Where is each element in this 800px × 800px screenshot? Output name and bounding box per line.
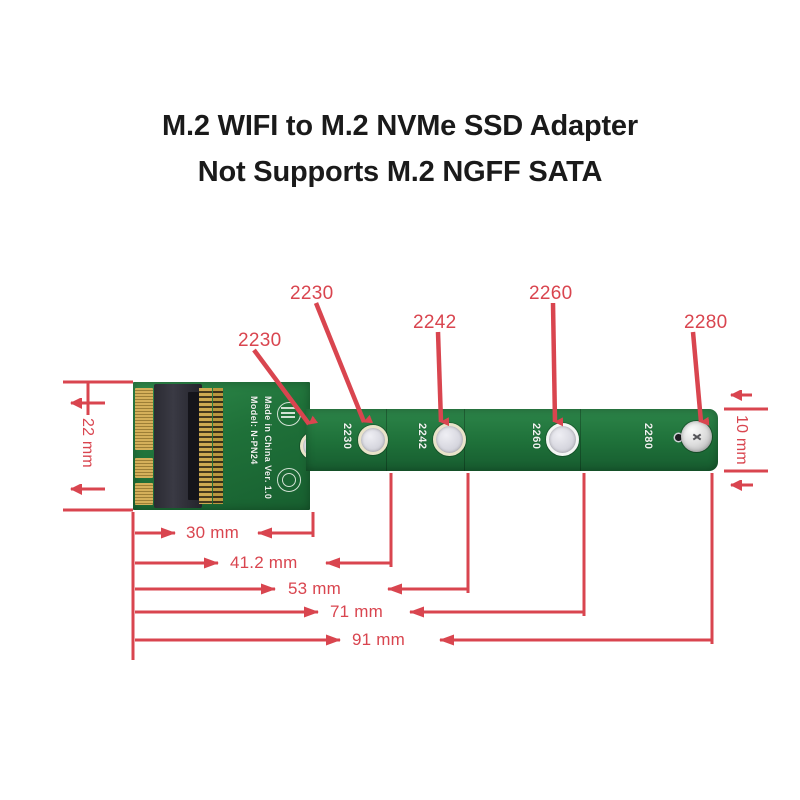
socket-pin-row bbox=[199, 388, 212, 504]
via-hole bbox=[675, 434, 682, 441]
recycle-mark-icon bbox=[277, 468, 301, 492]
title-line-2: Not Supports M.2 NGFF SATA bbox=[197, 156, 603, 188]
edge-finger-segment bbox=[135, 483, 153, 505]
dimension-label-91mm: 91 mm bbox=[348, 630, 409, 650]
callout-label-2230-b: 2230 bbox=[290, 283, 334, 304]
strip-seam bbox=[580, 409, 581, 471]
edge-finger-segment bbox=[135, 388, 153, 450]
silkscreen-2260: 2260 bbox=[530, 423, 542, 450]
dimension-label-71mm: 71 mm bbox=[326, 602, 387, 622]
silkscreen-2280: 2280 bbox=[642, 423, 654, 450]
dimension-label-10mm: 10 mm bbox=[732, 412, 750, 468]
callout-label-2280: 2280 bbox=[684, 312, 728, 333]
standoff-screw bbox=[681, 421, 712, 452]
dimension-label-22mm: 22 mm bbox=[78, 415, 96, 471]
m2-socket-connector bbox=[154, 384, 202, 508]
silkscreen-model-text: Model: N-PN24 bbox=[249, 396, 259, 465]
socket-slot bbox=[188, 392, 199, 500]
certification-mark-icon bbox=[277, 402, 301, 426]
gold-edge-fingers bbox=[133, 382, 155, 510]
callout-label-2230-a: 2230 bbox=[238, 330, 282, 351]
mounting-hole-2230-b bbox=[358, 425, 388, 455]
edge-finger-segment bbox=[135, 458, 153, 478]
silkscreen-2230: 2230 bbox=[341, 423, 353, 450]
mounting-hole-2242 bbox=[433, 423, 466, 456]
pcb-main-block: Model: N-PN24 Made in China Ver. 1.0 bbox=[133, 382, 328, 510]
mounting-hole-2260 bbox=[546, 423, 579, 456]
callout-label-2260: 2260 bbox=[529, 283, 573, 304]
dimension-label-30mm: 30 mm bbox=[182, 523, 243, 543]
title-block: M.2 WIFI to M.2 NVMe SSD Adapter Not Sup… bbox=[0, 112, 800, 187]
title-line-1: M.2 WIFI to M.2 NVMe SSD Adapter bbox=[162, 110, 638, 142]
silkscreen-origin-text: Made in China Ver. 1.0 bbox=[263, 396, 273, 500]
pcb-extension-strip: 2230 2242 2260 2280 bbox=[306, 409, 718, 471]
dimension-label-41-2mm: 41.2 mm bbox=[226, 553, 302, 573]
callout-label-2242: 2242 bbox=[413, 312, 457, 333]
dimension-label-53mm: 53 mm bbox=[284, 579, 345, 599]
socket-pin-row bbox=[213, 388, 223, 504]
silkscreen-2242: 2242 bbox=[416, 423, 428, 450]
